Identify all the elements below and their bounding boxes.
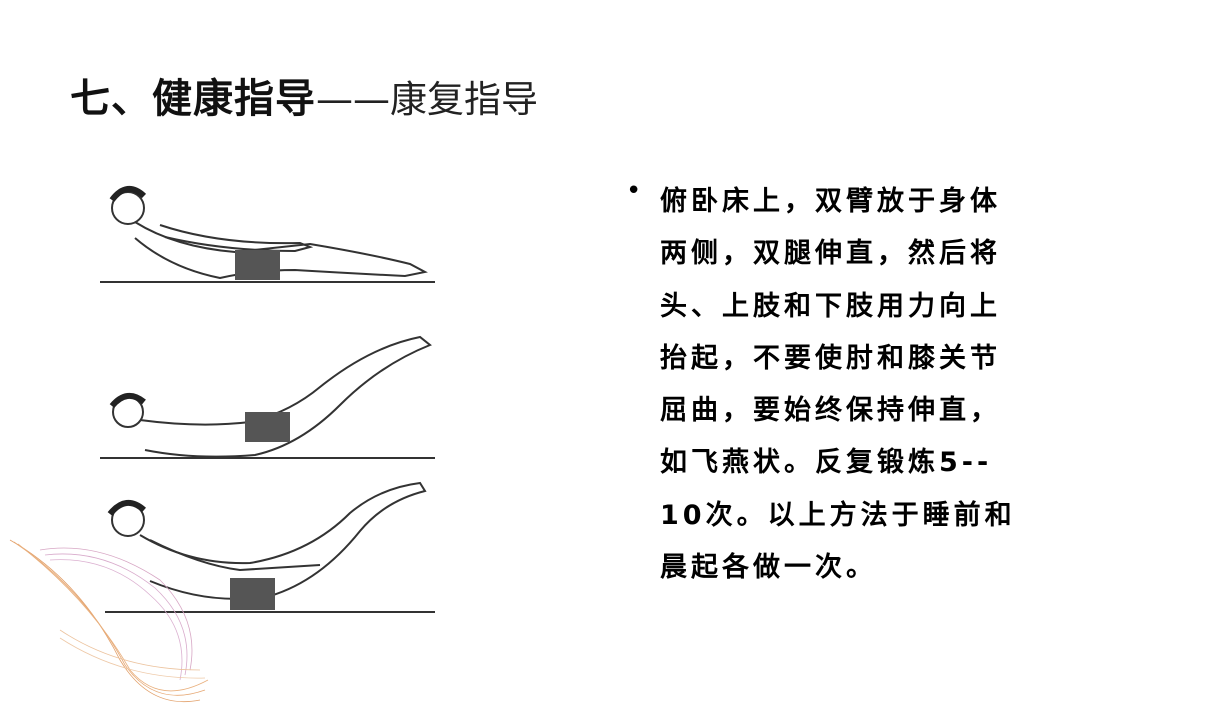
text-line: 两侧，双腿伸直，然后将: [660, 238, 1001, 270]
exercise-illustration: [100, 186, 435, 613]
text-line: 晨起各做一次。: [660, 552, 877, 584]
text-line: 俯卧床上，双臂放于身体: [660, 186, 1001, 217]
bullet-icon: •: [626, 176, 642, 206]
figure-step-1: [100, 186, 435, 283]
slide-title: 七、健康指导——康复指导: [70, 66, 538, 124]
figure-step-3: [105, 481, 435, 613]
title-main: 七、健康指导: [70, 76, 316, 122]
text-line: 如飞燕状。反复锻炼5--: [660, 447, 993, 479]
title-sub: ——康复指导: [316, 78, 538, 121]
text-line: 10次。以上方法于睡前和: [660, 499, 1016, 531]
decorative-swirl: [9, 539, 209, 703]
figure-step-2: [100, 335, 435, 459]
text-line: 头、上肢和下肢用力向上: [660, 290, 1001, 322]
instruction-text: 俯卧床上，双臂放于身体 两侧，双腿伸直，然后将 头、上肢和下肢用力向上 抬起，不…: [660, 176, 1016, 594]
text-line: 抬起，不要使肘和膝关节: [660, 342, 1001, 374]
text-line: 屈曲，要始终保持伸直，: [660, 395, 1001, 427]
